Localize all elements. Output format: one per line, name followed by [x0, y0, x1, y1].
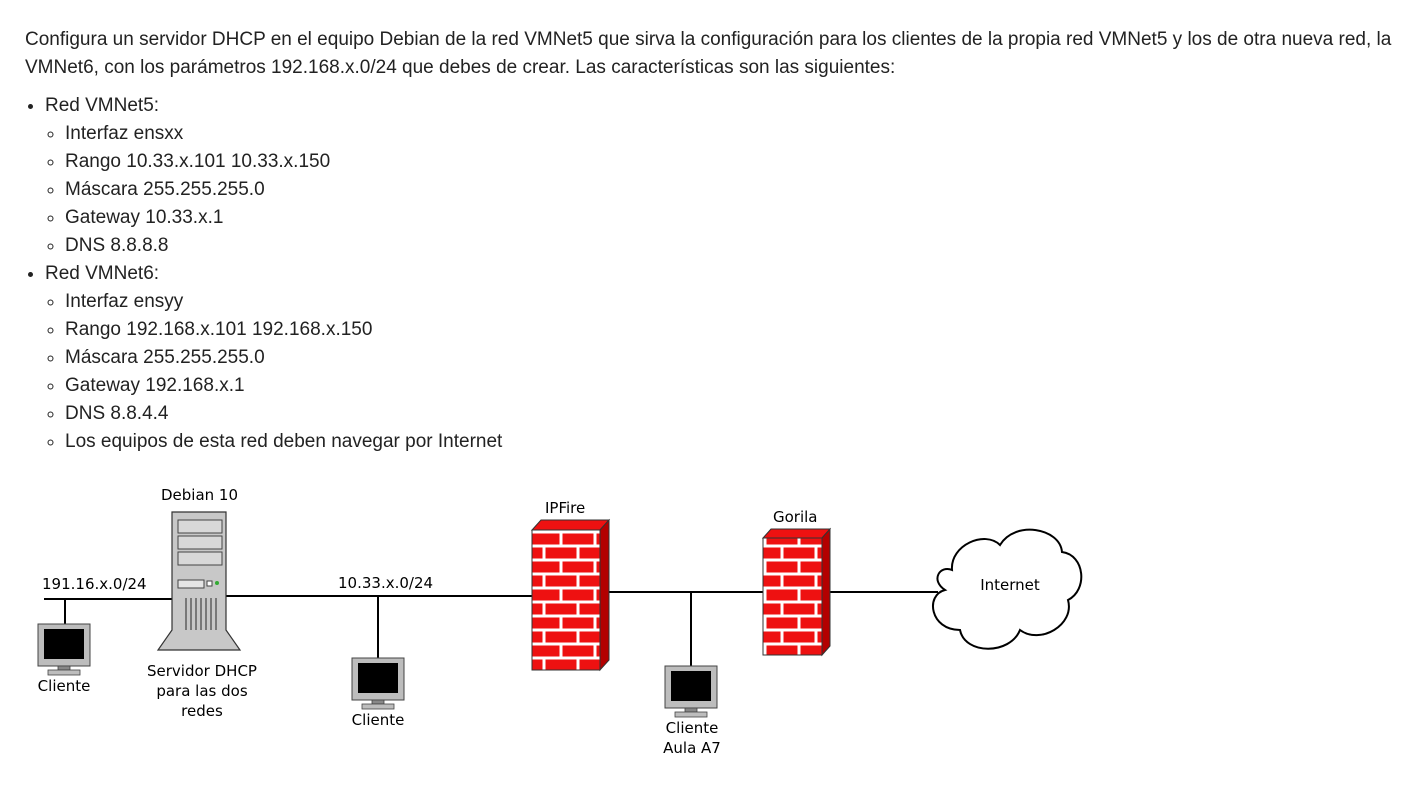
param-item: Máscara 255.255.255.0 — [65, 176, 1410, 204]
param-item: Gateway 192.168.x.1 — [65, 372, 1410, 400]
param-item: Rango 10.33.x.101 10.33.x.150 — [65, 148, 1410, 176]
network-params: Interfaz ensxx Rango 10.33.x.101 10.33.x… — [45, 120, 1410, 260]
intro-paragraph: Configura un servidor DHCP en el equipo … — [25, 29, 1392, 78]
network-params: Interfaz ensyy Rango 192.168.x.101 192.1… — [45, 288, 1410, 456]
network-diagram: 191.16.x.0/24 10.33.x.0/24 Debian 10 Ser… — [37, 486, 1083, 757]
param-item: DNS 8.8.8.8 — [65, 232, 1410, 260]
client-left-label: Cliente — [38, 677, 91, 695]
param-item: Interfaz ensyy — [65, 288, 1410, 316]
net-label-left: 191.16.x.0/24 — [42, 575, 147, 593]
network-links — [44, 591, 938, 666]
server-caption-line: para las dos — [156, 682, 247, 700]
internet-cloud-icon — [932, 528, 1083, 650]
param-item: Interfaz ensxx — [65, 120, 1410, 148]
param-item: Máscara 255.255.255.0 — [65, 344, 1410, 372]
firewall-gorila-icon — [761, 527, 832, 657]
firewall-gorila-label: Gorila — [773, 508, 818, 526]
param-item: Gateway 10.33.x.1 — [65, 204, 1410, 232]
network-label: Red VMNet5: — [45, 95, 160, 116]
server-icon — [156, 511, 242, 651]
server-name: Debian 10 — [161, 486, 238, 504]
network-vmnet6: Red VMNet6: Interfaz ensyy Rango 192.168… — [45, 260, 1410, 456]
param-item: Rango 192.168.x.101 192.168.x.150 — [65, 316, 1410, 344]
client-mid-monitor-icon — [351, 657, 405, 710]
client-right-monitor-icon — [664, 665, 718, 718]
server-caption-line: redes — [181, 702, 223, 720]
client-right-label: Cliente — [666, 719, 719, 737]
network-vmnet5: Red VMNet5: Interfaz ensxx Rango 10.33.x… — [45, 92, 1410, 260]
client-mid-label: Cliente — [352, 711, 405, 729]
firewall-ipfire-label: IPFire — [545, 499, 585, 517]
param-item: Los equipos de esta red deben navegar po… — [65, 428, 1410, 456]
exercise-content: Configura un servidor DHCP en el equipo … — [25, 26, 1410, 456]
firewall-ipfire-icon — [530, 518, 611, 672]
internet-label: Internet — [980, 576, 1040, 594]
client-left-monitor-icon — [37, 623, 91, 676]
net-label-mid: 10.33.x.0/24 — [338, 574, 433, 592]
param-item: DNS 8.8.4.4 — [65, 400, 1410, 428]
network-label: Red VMNet6: — [45, 263, 160, 284]
network-list: Red VMNet5: Interfaz ensxx Rango 10.33.x… — [25, 92, 1410, 456]
client-right-label: Aula A7 — [663, 739, 721, 757]
server-caption-line: Servidor DHCP — [147, 662, 257, 680]
